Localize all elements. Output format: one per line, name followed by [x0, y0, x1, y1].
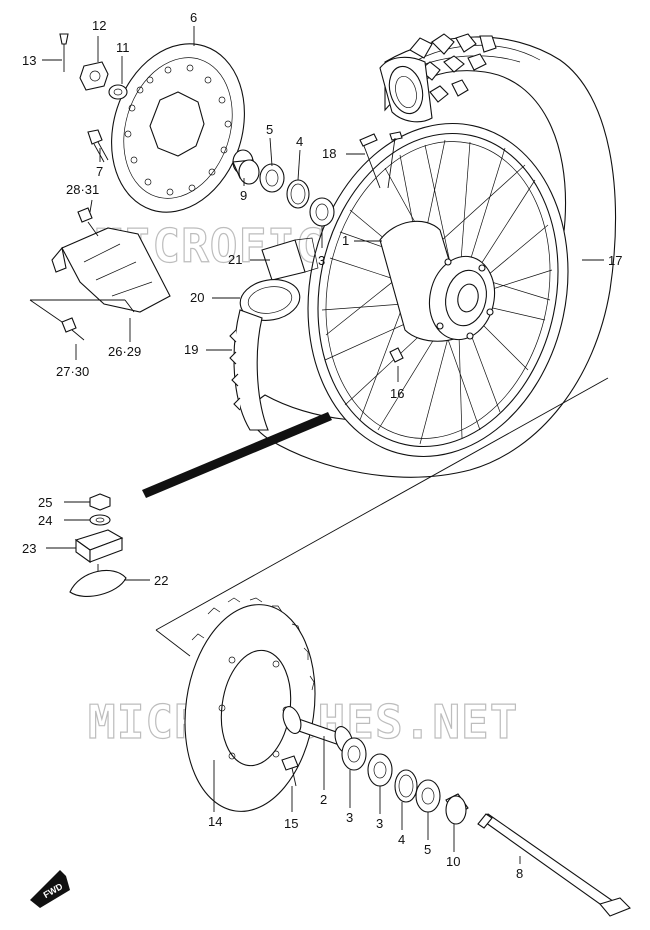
chain-guard-bolt-upper — [77, 207, 99, 237]
bearing-5-lower — [415, 779, 441, 813]
callout-3-upper: 3 — [318, 253, 325, 268]
bearing-3-upper — [309, 197, 335, 227]
callout-labels: 13 12 11 6 7 28·31 5 4 9 3 18 1 17 21 20… — [22, 10, 622, 881]
chain-guard — [51, 227, 171, 313]
callout-6: 6 — [190, 10, 197, 25]
fwd-indicator: FWD — [30, 870, 70, 908]
callout-20: 20 — [190, 290, 204, 305]
callout-11: 11 — [116, 40, 130, 55]
chain-guard-bolt-lower — [61, 317, 85, 341]
rim-lock-washer — [89, 514, 111, 526]
direction-arrow — [142, 412, 332, 498]
washer — [108, 84, 128, 100]
callout-4-lower: 4 — [398, 832, 405, 847]
callout-25: 25 — [38, 495, 52, 510]
bearing-3-lower-b — [367, 753, 393, 787]
spacer-9 — [232, 149, 260, 185]
callout-5-upper: 5 — [266, 122, 273, 137]
callout-28-31: 28·31 — [66, 182, 99, 197]
callout-1: 1 — [342, 233, 349, 248]
callout-23: 23 — [22, 541, 36, 556]
inner-tube — [239, 279, 301, 321]
leader-lines — [42, 26, 604, 864]
callout-24: 24 — [38, 513, 52, 528]
bearing-3-lower-a — [341, 737, 367, 771]
callout-7: 7 — [96, 164, 103, 179]
valve — [389, 347, 404, 363]
callout-8: 8 — [516, 866, 523, 881]
callout-13: 13 — [22, 53, 36, 68]
sprocket-bolt — [281, 755, 299, 787]
rim-tape — [261, 237, 319, 281]
callout-5-lower: 5 — [424, 842, 431, 857]
tire-section — [229, 309, 269, 431]
callout-12: 12 — [92, 18, 106, 33]
disc-bolt — [59, 33, 69, 72]
callout-16: 16 — [390, 386, 404, 401]
callout-2: 2 — [320, 792, 327, 807]
callout-26-29: 26·29 — [108, 344, 141, 359]
callout-21: 21 — [228, 252, 242, 267]
tire-tread-top — [409, 33, 497, 103]
callout-22: 22 — [154, 573, 168, 588]
callout-14: 14 — [208, 814, 222, 829]
wheel-hub — [379, 220, 496, 342]
callout-27-30: 27·30 — [56, 364, 89, 379]
brake-disc — [111, 43, 245, 213]
rim-lock-nut — [89, 493, 111, 511]
bearing-5-upper — [259, 163, 285, 193]
seal-4-lower — [394, 769, 418, 803]
callout-10: 10 — [446, 854, 460, 869]
callout-17: 17 — [608, 253, 622, 268]
callout-18: 18 — [322, 146, 336, 161]
axle-collar — [445, 793, 469, 825]
callout-9: 9 — [240, 188, 247, 203]
bolt-7 — [87, 129, 109, 163]
callout-3-lower-a: 3 — [346, 810, 353, 825]
callout-4-upper: 4 — [296, 134, 303, 149]
castle-nut — [79, 61, 109, 91]
rim-lock — [69, 564, 127, 597]
callout-15: 15 — [284, 816, 298, 831]
sprocket — [184, 597, 316, 812]
assembly-guide-lines — [29, 299, 609, 657]
rear-wheel-assembly — [250, 33, 617, 478]
spoke-nipple — [359, 131, 403, 189]
seal-4-upper — [286, 179, 310, 209]
callout-19: 19 — [184, 342, 198, 357]
callout-3-lower-b: 3 — [376, 816, 383, 831]
rim-lock-block — [74, 529, 124, 564]
axle — [477, 813, 631, 917]
